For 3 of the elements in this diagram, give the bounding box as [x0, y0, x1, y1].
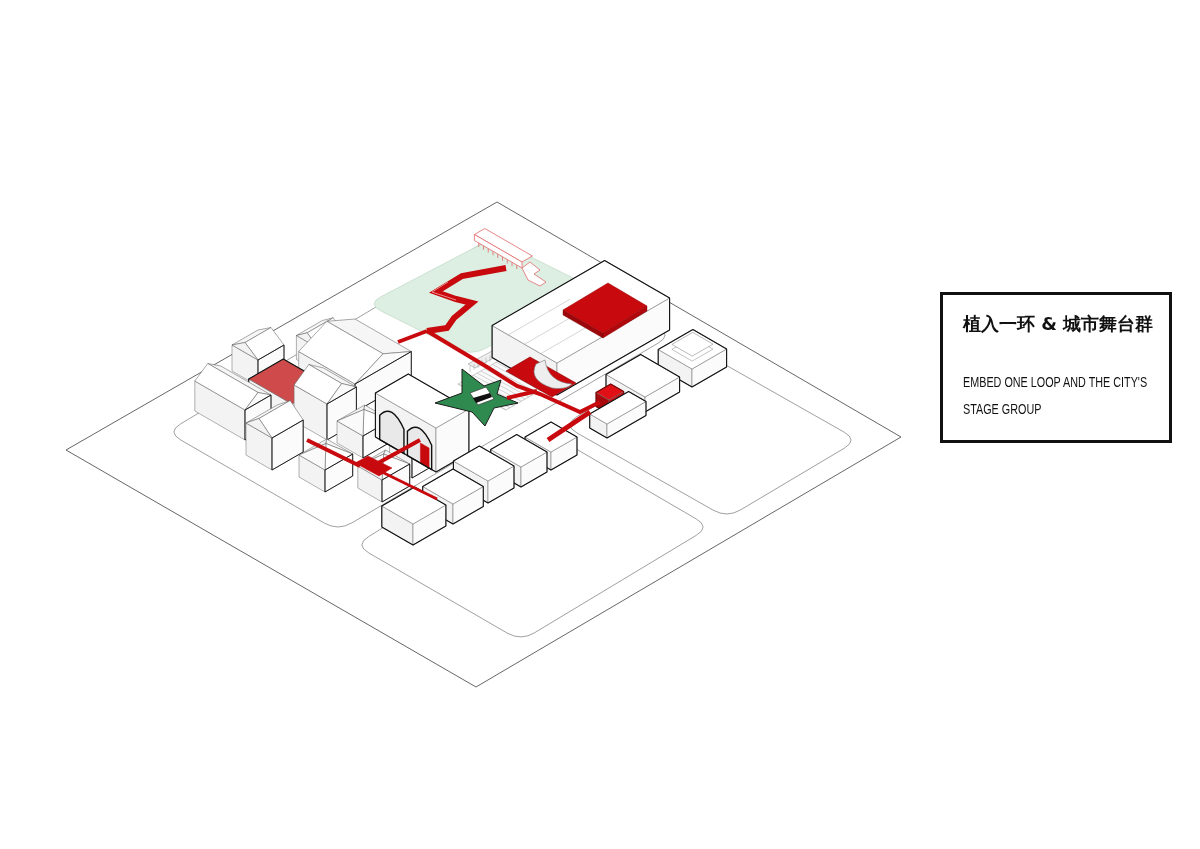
panel-heading: 植入一环 & 城市舞台群 [963, 312, 1154, 336]
panel-description: EMBED ONE LOOP AND THE CITY'S STAGE GROUP [963, 372, 1149, 419]
text-panel [940, 292, 1172, 443]
